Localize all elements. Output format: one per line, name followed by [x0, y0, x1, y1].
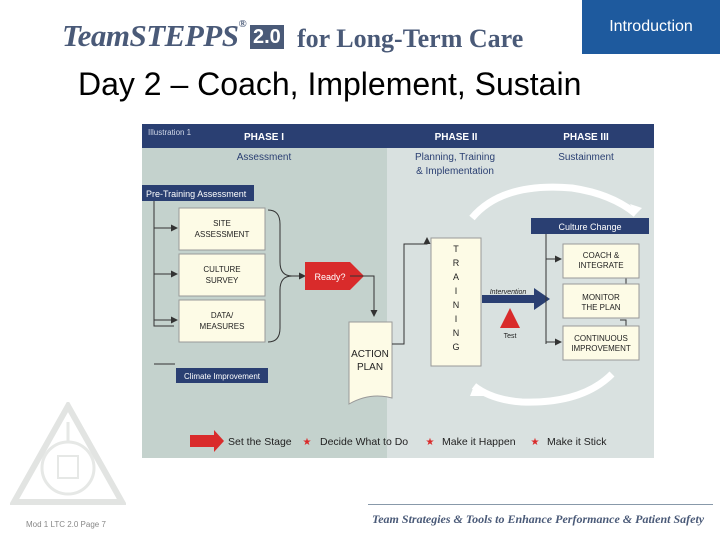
- training-letter: I: [455, 286, 458, 296]
- footer-tagline: Team Strategies & Tools to Enhance Perfo…: [372, 512, 705, 526]
- pre-training-label: Pre-Training Assessment: [146, 189, 247, 199]
- coach-integrate-line2: INTEGRATE: [578, 261, 623, 270]
- training-letter: N: [453, 300, 460, 310]
- training-letter: I: [455, 314, 458, 324]
- pre-training-bar: [142, 185, 254, 201]
- coach-integrate-box: [562, 243, 640, 279]
- phase-1-desc: Assessment: [237, 152, 292, 163]
- site-assessment-box: [178, 207, 266, 251]
- site-assessment-line2: ASSESSMENT: [195, 230, 250, 239]
- continuous-improvement-line1: CONTINUOUS: [574, 334, 628, 343]
- culture-change-bar: [531, 218, 649, 234]
- legend-decide-what-to-do: Decide What to Do: [320, 436, 408, 448]
- brand-logo: TeamSTEPPS®: [62, 18, 247, 54]
- culture-survey-box: [178, 253, 266, 297]
- ready-arrow: [305, 262, 364, 290]
- action-plan-doc: [348, 321, 393, 405]
- culture-survey-line2: SURVEY: [206, 276, 239, 285]
- training-letter: T: [453, 244, 459, 254]
- pre-training-connector: [153, 201, 174, 327]
- culture-survey-line1: CULTURE: [203, 265, 240, 274]
- cycle-arrow-bottom: [471, 371, 615, 406]
- legend-set-the-stage: Set the Stage: [228, 436, 292, 448]
- phase-2-label: PHASE II: [435, 132, 478, 143]
- climate-improvement-bar: [176, 368, 268, 383]
- brand-subtitle: for Long-Term Care: [297, 24, 524, 53]
- cycle-arrow-top: [469, 183, 639, 221]
- intervention-shaft: [482, 295, 534, 303]
- legend-make-it-stick: Make it Stick: [547, 436, 607, 448]
- teamstepps-triangle-logo: [10, 402, 126, 505]
- training-letter: R: [453, 258, 460, 268]
- data-measures-box: [178, 299, 266, 343]
- footer-page-ref: Mod 1 LTC 2.0 Page 7: [26, 520, 106, 529]
- training-letter: N: [453, 328, 460, 338]
- cycle-arrowhead-top: [630, 204, 642, 214]
- phase-1-label: PHASE I: [244, 132, 284, 143]
- illustration-label: Illustration 1: [148, 128, 192, 137]
- legend-arrow-head: [214, 430, 224, 452]
- brand-name: TeamSTEPPS: [62, 18, 239, 53]
- monitor-plan-line2: THE PLAN: [581, 303, 620, 312]
- monitor-plan-line1: MONITOR: [582, 293, 620, 302]
- action-plan-line1: ACTION: [351, 349, 389, 360]
- phase-2-desc-line1: Planning, Training: [415, 152, 495, 163]
- data-measures-line2: MEASURES: [200, 322, 245, 331]
- test-marker: [500, 308, 520, 328]
- phase-3-desc: Sustainment: [558, 152, 614, 163]
- legend-star-3: ★: [531, 437, 540, 448]
- legend-star-1: ★: [303, 437, 312, 448]
- phase-3-label: PHASE III: [563, 132, 609, 143]
- intervention-label: Intervention: [490, 289, 527, 296]
- training-letter: A: [453, 272, 459, 282]
- legend-arrow-shaft: [190, 435, 214, 447]
- section-tab: Introduction: [582, 0, 720, 54]
- slide-title: Day 2 – Coach, Implement, Sustain: [78, 66, 582, 102]
- site-assessment-line1: SITE: [213, 219, 231, 228]
- version-badge: 2.0: [250, 25, 284, 49]
- monitor-plan-box: [562, 283, 640, 319]
- continuous-improvement-box: [562, 325, 640, 361]
- legend-star-2: ★: [426, 437, 435, 448]
- training-box: [430, 237, 482, 367]
- intervention-arrowhead: [534, 288, 550, 310]
- data-measures-line1: DATA/: [211, 311, 234, 320]
- climate-improvement-label: Climate Improvement: [184, 372, 261, 381]
- culture-change-label: Culture Change: [558, 222, 621, 232]
- implementation-diagram: Illustration 1 PHASE I PHASE II PHASE II…: [142, 124, 654, 458]
- test-label: Test: [504, 333, 517, 340]
- continuous-improvement-line2: IMPROVEMENT: [571, 344, 631, 353]
- phase-header-bar: [142, 124, 654, 148]
- training-letter: G: [452, 342, 459, 352]
- phase-2-desc-line2: & Implementation: [416, 166, 494, 177]
- arrow-to-training: [392, 237, 431, 345]
- footer-divider: [368, 504, 713, 505]
- ready-label: Ready?: [314, 272, 345, 282]
- arrow-to-action-plan: [350, 275, 378, 317]
- cycle-arrowhead-bottom: [470, 386, 484, 396]
- action-plan-line2: PLAN: [357, 362, 383, 373]
- coach-integrate-line1: COACH &: [583, 251, 620, 260]
- registered-mark: ®: [238, 18, 247, 30]
- legend-make-it-happen: Make it Happen: [442, 436, 516, 448]
